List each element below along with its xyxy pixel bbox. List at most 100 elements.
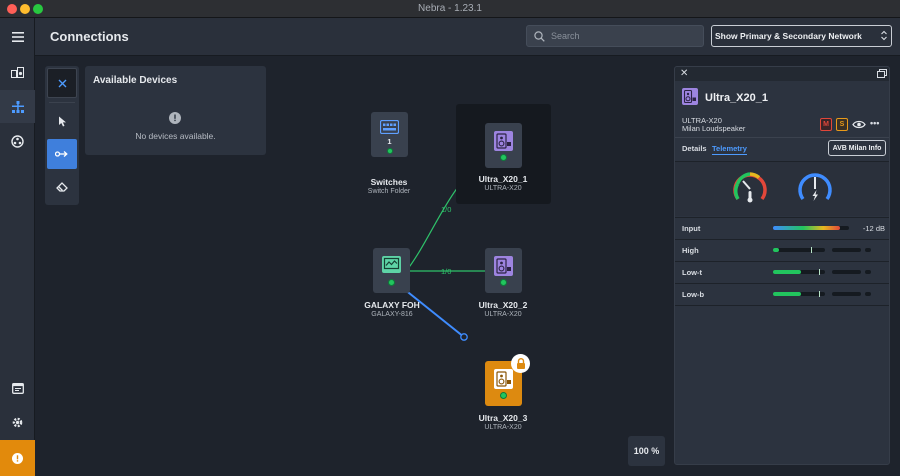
left-sidebar	[0, 18, 35, 476]
telemetry-value: -12 dB	[862, 224, 885, 233]
link-drag-handle	[460, 333, 468, 341]
sidebar-item-network[interactable]	[0, 125, 35, 158]
node-galaxy-foh[interactable]	[373, 248, 410, 293]
telemetry-divider	[675, 305, 889, 306]
peak-marker	[819, 269, 820, 275]
status-dot	[500, 392, 507, 399]
network-select[interactable]: Show Primary & Secondary Network	[711, 25, 892, 47]
level-meter-fill	[773, 226, 840, 230]
lock-icon	[516, 358, 525, 369]
level-indicator	[865, 248, 871, 252]
level-meter	[773, 226, 849, 230]
telemetry-label: Low-b	[682, 290, 705, 299]
eye-icon[interactable]	[852, 118, 866, 131]
level-meter-secondary	[832, 292, 861, 296]
connect-icon	[55, 151, 68, 157]
processor-icon	[382, 256, 401, 273]
telemetry-gauges	[675, 162, 889, 216]
node-galaxy-foh-sub: GALAXY-816	[371, 311, 413, 318]
level-meter-fill	[773, 270, 801, 274]
topology-icon	[11, 100, 24, 113]
status-dot	[388, 279, 395, 286]
alert-icon	[12, 452, 23, 464]
more-options-icon[interactable]: •••	[870, 118, 880, 128]
node-ultra-x20-3-sub: ULTRA-X20	[484, 424, 522, 431]
telemetry-row-low-t: Low-t	[675, 261, 889, 283]
status-dot	[500, 279, 507, 286]
available-devices-panel: Available Devices No devices available.	[85, 66, 266, 155]
minimize-window-button[interactable]	[20, 4, 30, 14]
link-label-1: 1/0	[441, 205, 452, 214]
level-meter-fill	[773, 292, 801, 296]
level-meter	[773, 247, 825, 253]
sidebar-item-connections[interactable]	[0, 90, 35, 123]
node-ultra-x20-2[interactable]	[485, 248, 522, 293]
zoom-level-button[interactable]: 100 %	[628, 436, 665, 466]
palette-divider	[49, 102, 75, 103]
close-panel-button[interactable]: ✕	[680, 68, 689, 79]
switch-count: 1	[387, 137, 392, 146]
device-model: ULTRA-X20	[682, 116, 722, 125]
search-input[interactable]	[551, 29, 699, 43]
select-tool[interactable]	[47, 106, 77, 136]
level-indicator	[865, 292, 871, 296]
device-detail-panel: ✕ Ultra_X20_1 ULTRA-X20 Milan Loudspeake…	[674, 66, 890, 465]
level-meter	[773, 269, 825, 275]
network-icon	[11, 135, 24, 148]
chevron-updown-icon	[881, 30, 887, 41]
level-indicator	[865, 270, 871, 274]
title-bar: Nebra - 1.23.1	[0, 0, 900, 18]
node-switches[interactable]: 1	[371, 112, 408, 157]
node-ultra-x20-2-name: Ultra_X20_2	[478, 300, 528, 310]
eraser-tool[interactable]	[47, 172, 77, 202]
level-meter-fill	[773, 248, 779, 252]
search-icon	[534, 31, 545, 42]
speaker-icon	[494, 131, 513, 151]
panel-divider	[675, 161, 889, 162]
zoom-window-button[interactable]	[33, 4, 43, 14]
search-box[interactable]	[526, 25, 704, 47]
level-meter-secondary	[832, 270, 861, 274]
sidebar-item-schedule[interactable]	[0, 371, 35, 404]
calendar-icon	[11, 382, 24, 394]
menu-button[interactable]	[0, 20, 35, 53]
sidebar-item-settings[interactable]	[0, 406, 35, 439]
solo-button[interactable]: S	[836, 118, 848, 131]
status-dot	[387, 148, 393, 154]
close-palette-button[interactable]	[47, 68, 77, 98]
menu-icon	[11, 31, 24, 42]
speaker-icon	[494, 256, 513, 276]
panel-divider	[675, 137, 889, 138]
avb-milan-info-button[interactable]: AVB Milan Info	[828, 140, 886, 156]
telemetry-label: Input	[682, 224, 701, 233]
alert-button[interactable]	[0, 440, 35, 476]
telemetry-label: High	[682, 246, 699, 255]
node-switches-sub: Switch Folder	[367, 188, 411, 195]
node-ultra-x20-3-name: Ultra_X20_3	[478, 413, 528, 423]
page-title: Connections	[50, 29, 129, 44]
node-ultra-x20-2-sub: ULTRA-X20	[484, 311, 522, 318]
gear-icon	[12, 417, 23, 428]
available-devices-title: Available Devices	[93, 75, 178, 86]
pointer-icon	[58, 116, 66, 126]
close-window-button[interactable]	[7, 4, 17, 14]
connect-tool[interactable]	[47, 139, 77, 169]
sidebar-item-devices[interactable]	[0, 56, 35, 89]
peak-marker	[819, 291, 820, 297]
temperature-gauge-icon	[733, 172, 767, 203]
node-ultra-x20-1[interactable]	[485, 123, 522, 168]
tab-details[interactable]: Details	[682, 144, 707, 153]
tab-telemetry[interactable]: Telemetry	[712, 144, 747, 155]
connections-canvas[interactable]: Available Devices No devices available. …	[35, 56, 900, 476]
level-meter-secondary	[832, 248, 861, 252]
speaker-icon	[683, 89, 696, 104]
devices-icon	[11, 67, 24, 78]
mute-button[interactable]: M	[820, 118, 832, 131]
speaker-icon	[494, 369, 513, 389]
lock-badge	[511, 354, 530, 373]
popout-icon[interactable]	[877, 69, 887, 78]
info-icon	[169, 112, 181, 124]
peak-marker	[811, 247, 812, 253]
device-description: Milan Loudspeaker	[682, 124, 746, 133]
panel-toolbar: ✕	[675, 67, 889, 81]
